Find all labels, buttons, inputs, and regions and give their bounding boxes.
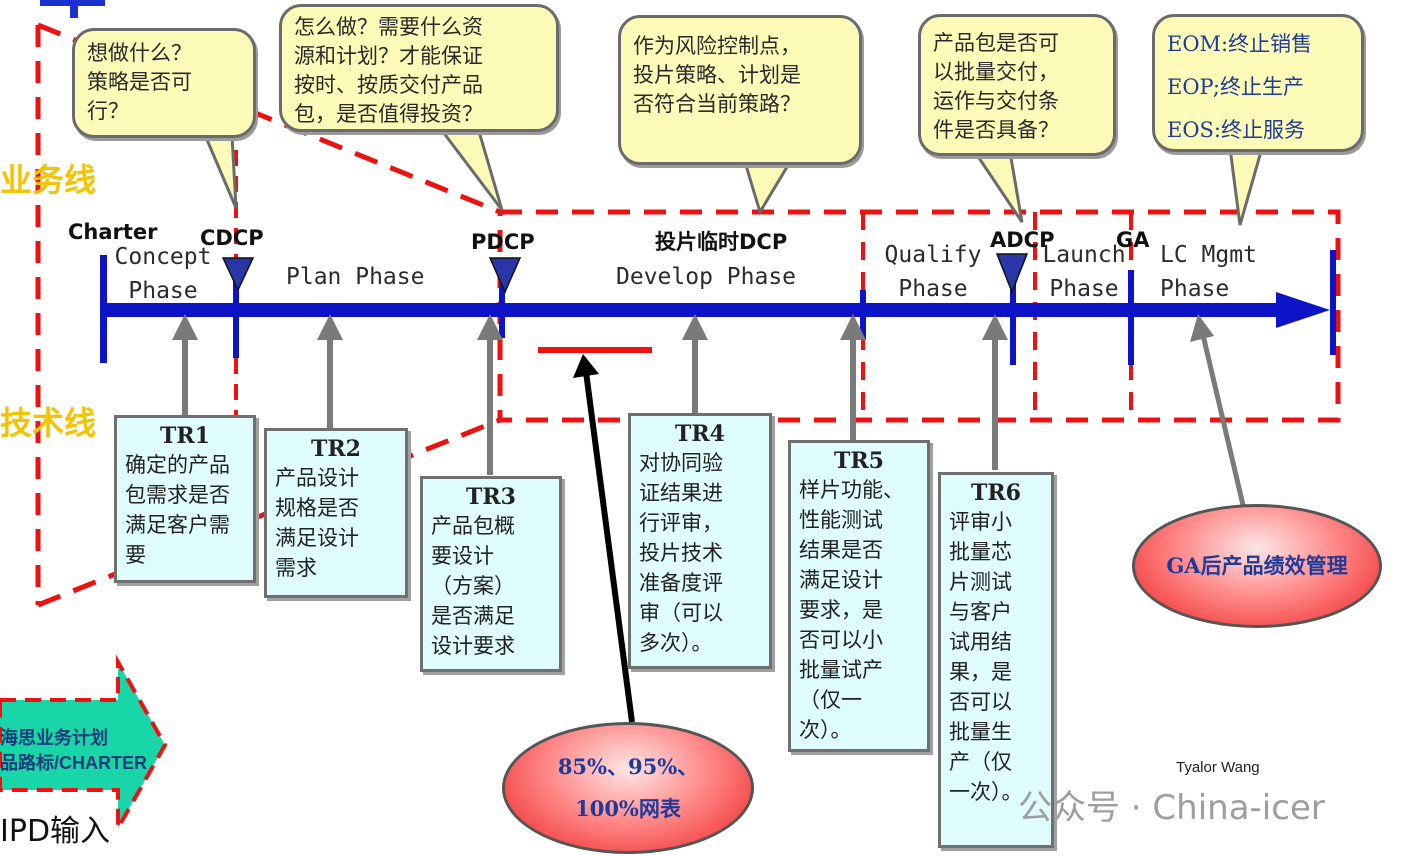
top-left-fragment [40,0,105,18]
charter-input-line2: 品路标/CHARTER [0,753,147,773]
phase-develop: Develop Phase [616,264,797,290]
review-box-tr6: TR6 评审小 批量芯 片测试 与客户 试用结 果，是 否可以 批量生 产（仅 … [938,472,1054,848]
charter-input-line1: 海思业务计划 [0,728,108,748]
review-box-tr5: TR5 样片功能、 性能测试 结果是否 满足设计 要求，是 否可以小 批量试产 … [788,440,930,752]
technical-line-label: 技术线 [0,404,97,442]
tr-arrows [172,314,1246,506]
callout-develop: 作为风险控制点， 投片策略、计划是 否符合当前策路？ [618,15,862,165]
netlist-oval: 85%、95%、 100%网表 [502,722,754,854]
timeline-arrowhead [1276,292,1330,328]
charter-label: Charter [68,220,158,244]
review-box-tr1: TR1 确定的产品 包需求是否 满足客户需 要 [114,415,256,583]
pdcp-label: PDCP [471,230,535,254]
phase-concept: Concept Phase [114,244,212,304]
phase-lc-mgmt: LC Mgmt Phase [1160,242,1257,302]
callout-lifecycle: EOM:终止销售 EOP;终止生产 EOS:终止服务 [1152,14,1364,152]
charter-input-arrow [0,654,168,836]
review-box-tr4: TR4 对协同验 证结果进 行评审， 投片技术 准备度评 审（可以 多次）。 [628,413,772,669]
callout-qualify: 产品包是否可 以批量交付， 运作与交付条 件是否具备？ [918,14,1116,156]
cdcp-label: CDCP [200,226,264,250]
review-box-tr3: TR3 产品包概 要设计 （方案） 是否满足 设计要求 [420,476,562,672]
timeline-bar [103,303,1283,317]
callout-concept: 想做什么？ 策略是否可 行？ [72,28,256,138]
adcp-marker [995,253,1029,295]
ga-label: GA [1116,228,1150,252]
business-line-label: 业务线 [0,161,97,199]
temp-dcp-label: 投片临时DCP [655,230,788,254]
watermark-account: 公众号 · China-icer [1018,788,1325,828]
watermark-author: Tyalor Wang [1176,759,1260,776]
tapeout-bar [538,347,652,353]
review-box-tr2: TR2 产品设计 规格是否 满足设计 需求 [264,428,408,598]
phase-launch: Launch Phase [1042,242,1126,302]
cdcp-marker [221,257,255,292]
phase-qualify: Qualify Phase [884,242,982,302]
netlist-arrow [583,371,635,723]
phase-plan: Plan Phase [286,264,425,290]
adcp-label: ADCP [990,228,1055,252]
pdcp-marker [488,257,522,294]
callout-plan: 怎么做？需要什么资 源和计划？才能保证 按时、按质交付产品 包，是否值得投资？ [279,4,559,132]
ipd-input-label: IPD输入 [0,814,111,849]
ga-performance-oval: GA后产品绩效管理 [1132,504,1382,628]
